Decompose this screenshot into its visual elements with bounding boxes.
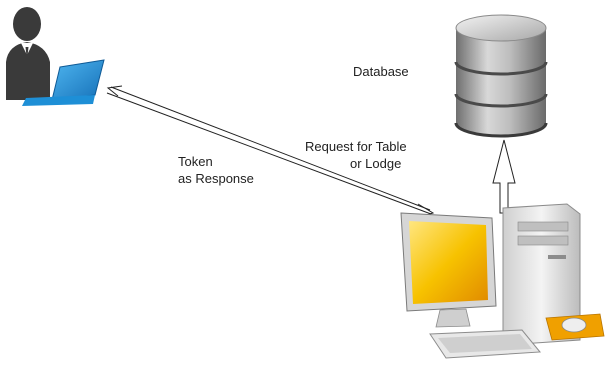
desktop-computer-icon: [400, 203, 605, 359]
request-response-arrows: [106, 85, 435, 218]
database-cylinder-icon: [454, 14, 548, 138]
response-label-line2: as Response: [178, 171, 254, 186]
database-label: Database: [353, 64, 409, 79]
response-label-line1: Token: [178, 154, 213, 169]
request-label-line1: Request for Table: [305, 139, 407, 154]
request-label: Request for Table or Lodge: [305, 138, 407, 172]
to-database-arrow: [492, 139, 516, 214]
user-at-laptop-icon: [6, 7, 105, 106]
response-label: Token as Response: [178, 153, 254, 187]
request-label-line2: or Lodge: [350, 156, 402, 171]
